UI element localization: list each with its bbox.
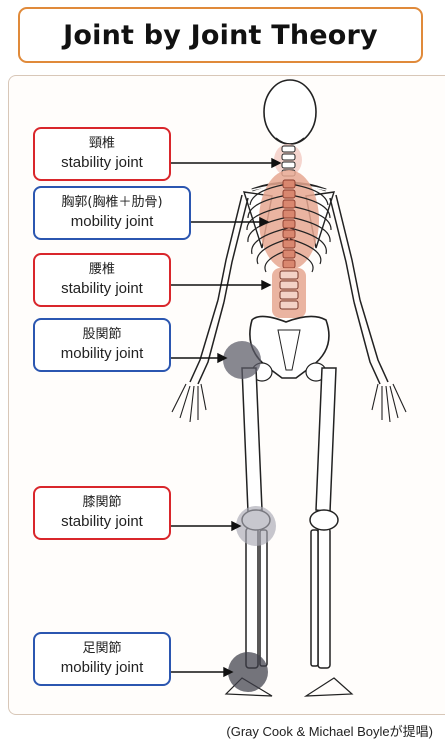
cervical-label: 頸椎 stability joint xyxy=(33,127,171,181)
thoracic-name: 胸郭(胸椎＋肋骨) xyxy=(61,194,162,212)
hip-marker xyxy=(223,341,261,379)
knee-marker xyxy=(236,506,276,546)
lumbar-type: stability joint xyxy=(61,279,143,299)
knee-label: 膝関節 stability joint xyxy=(33,486,171,540)
ankle-type: mobility joint xyxy=(61,658,144,678)
lumbar-name: 腰椎 xyxy=(89,261,115,279)
credit-caption: (Gray Cook & Michael Boyleが提唱) xyxy=(226,721,433,740)
cervical-name: 頸椎 xyxy=(89,135,115,153)
knee-type: stability joint xyxy=(61,512,143,532)
lumbar-label: 腰椎 stability joint xyxy=(33,253,171,307)
hip-type: mobility joint xyxy=(61,344,144,364)
hip-name: 股関節 xyxy=(82,326,121,344)
cervical-type: stability joint xyxy=(61,153,143,173)
thoracic-label: 胸郭(胸椎＋肋骨) mobility joint xyxy=(33,186,191,240)
ankle-marker xyxy=(228,652,268,692)
thoracic-type: mobility joint xyxy=(71,212,154,232)
ankle-name: 足関節 xyxy=(82,640,121,658)
skull xyxy=(264,80,316,144)
ankle-label: 足関節 mobility joint xyxy=(33,632,171,686)
hip-label: 股関節 mobility joint xyxy=(33,318,171,372)
knee-name: 膝関節 xyxy=(82,494,121,512)
